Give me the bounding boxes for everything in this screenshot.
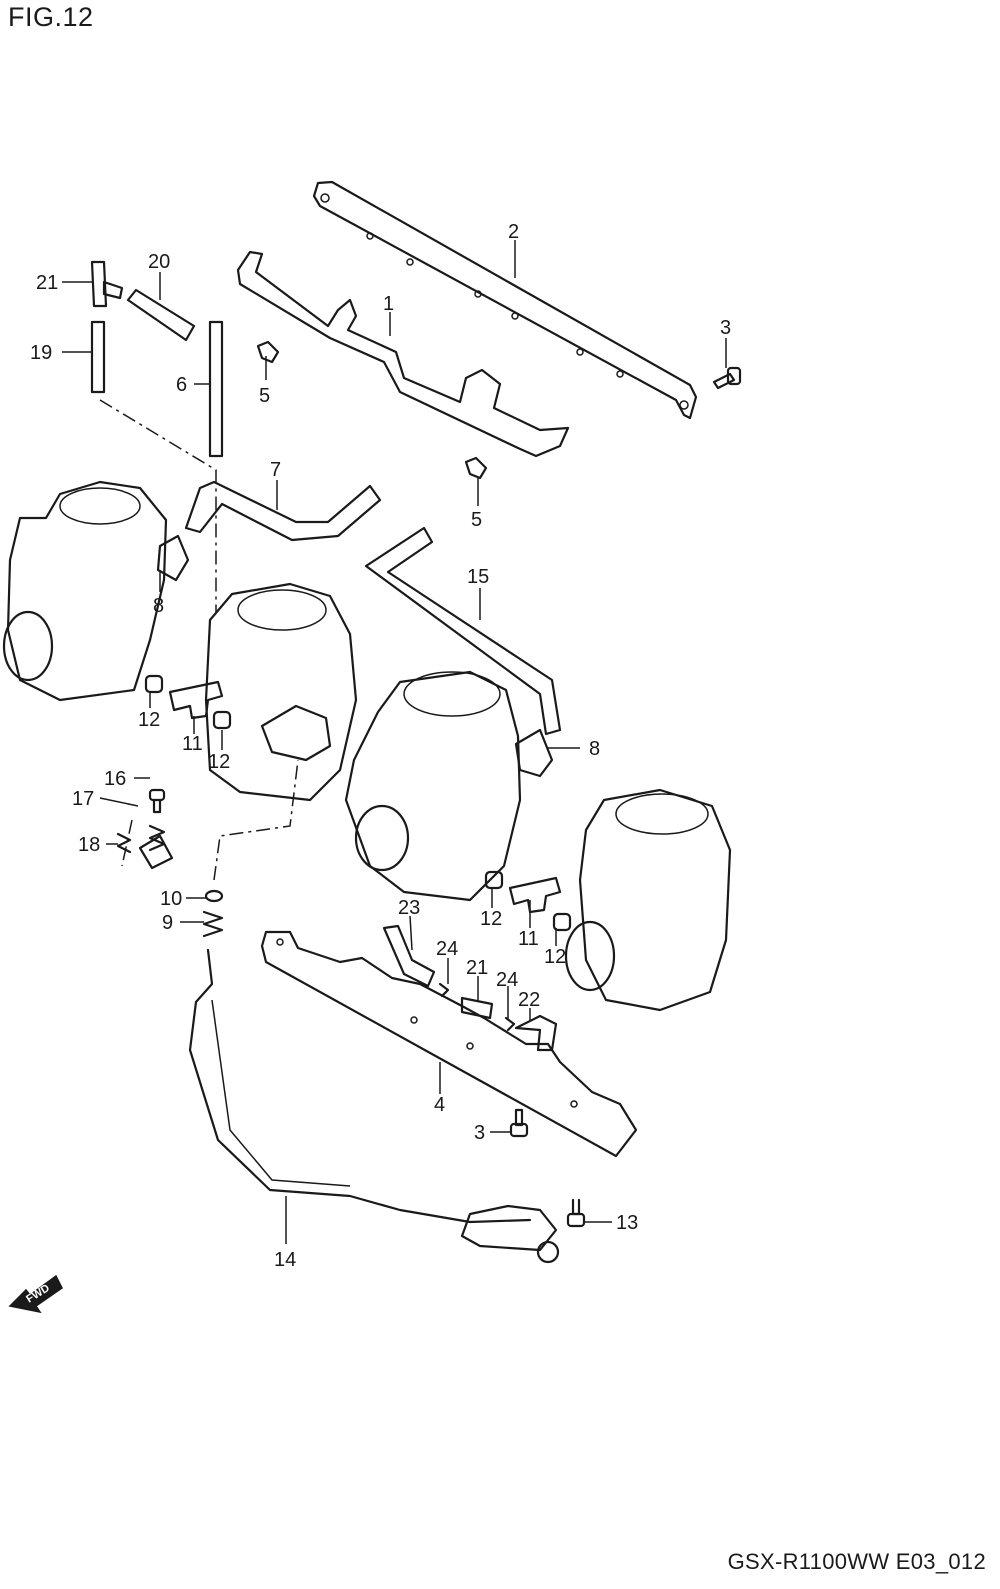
carburetor-4 (564, 788, 732, 1012)
callout-11-b: 11 (518, 928, 539, 950)
callout-23: 23 (398, 897, 420, 919)
callout-2: 2 (508, 221, 519, 243)
callout-20: 20 (148, 251, 170, 273)
callout-24-a: 24 (436, 938, 458, 960)
part-4-lower-bracket (260, 930, 638, 1158)
callout-8-right: 8 (589, 738, 600, 760)
part-9-spring (202, 910, 224, 938)
part-24-clamp-b (504, 1016, 516, 1032)
callout-24-b: 24 (496, 969, 518, 991)
part-18-bracket (138, 834, 174, 870)
part-5-clip-lower (464, 456, 488, 480)
part-12-fitting-d (552, 912, 572, 932)
callout-12-d: 12 (544, 946, 566, 968)
callout-15: 15 (467, 566, 489, 588)
part-21-joint-upper (90, 260, 124, 308)
callout-8-left: 8 (153, 595, 164, 617)
part-24-clamp-a (438, 982, 450, 998)
callout-12-b: 12 (208, 751, 230, 773)
figure-title: FIG.12 (8, 2, 94, 32)
part-18-spring (116, 832, 132, 854)
callout-5-upper: 5 (259, 385, 270, 407)
callout-17: 17 (72, 788, 94, 810)
callout-labels: 2 1 3 5 5 20 21 19 6 7 8 15 8 12 11 12 1… (30, 221, 731, 1271)
callout-4: 4 (434, 1094, 445, 1116)
callout-22: 22 (518, 989, 540, 1011)
callout-1: 1 (383, 293, 394, 315)
callout-9: 9 (162, 912, 173, 934)
part-7-hose (184, 480, 382, 542)
part-21-joint-lower (460, 996, 494, 1020)
callout-11-a: 11 (182, 733, 203, 755)
part-6-hose (208, 320, 224, 458)
fwd-arrow-icon: FWD (8, 1274, 63, 1314)
callout-12-a: 12 (138, 709, 160, 731)
part-23-hose (382, 924, 436, 988)
part-11-tee-a (168, 680, 224, 720)
callout-7: 7 (270, 459, 281, 481)
part-3-bolt-lower (509, 1108, 529, 1138)
part-12-fitting-c (484, 870, 504, 890)
part-14-cable (188, 948, 560, 1264)
part-10-washer (204, 889, 224, 903)
carburetor-2 (204, 582, 358, 802)
part-3-bolt-upper (712, 366, 742, 390)
callout-21-lower: 21 (466, 957, 488, 979)
part-12-fitting-b (212, 710, 232, 730)
callout-16: 16 (104, 768, 126, 790)
part-16-screw (148, 788, 166, 814)
part-2-bracket (312, 180, 698, 420)
part-20-hose (126, 288, 196, 342)
part-17-spring (148, 824, 166, 852)
part-1-link-rod (236, 250, 570, 458)
callout-21-upper: 21 (36, 272, 58, 294)
diagram-code: GSX-R1100WW E03_012 (727, 1549, 986, 1574)
callout-5-lower: 5 (471, 509, 482, 531)
callout-14: 14 (274, 1249, 296, 1271)
callout-3-lower: 3 (474, 1122, 485, 1144)
callout-10: 10 (160, 888, 182, 910)
part-5-clip-upper (256, 340, 280, 364)
part-22-hose (514, 1014, 558, 1052)
carburetor-3 (344, 670, 554, 902)
callout-18: 18 (78, 834, 100, 856)
callout-19: 19 (30, 342, 52, 364)
part-19-hose (90, 320, 106, 394)
callout-3-upper: 3 (720, 317, 731, 339)
callout-12-c: 12 (480, 908, 502, 930)
part-12-fitting-a (144, 674, 164, 694)
callout-6: 6 (176, 374, 187, 396)
carburetor-1 (2, 480, 190, 702)
part-11-tee-b (508, 876, 562, 914)
part-15-hose (364, 526, 562, 736)
leader-lines (62, 240, 727, 1244)
callout-13: 13 (616, 1212, 638, 1234)
part-13-screw (566, 1198, 586, 1228)
